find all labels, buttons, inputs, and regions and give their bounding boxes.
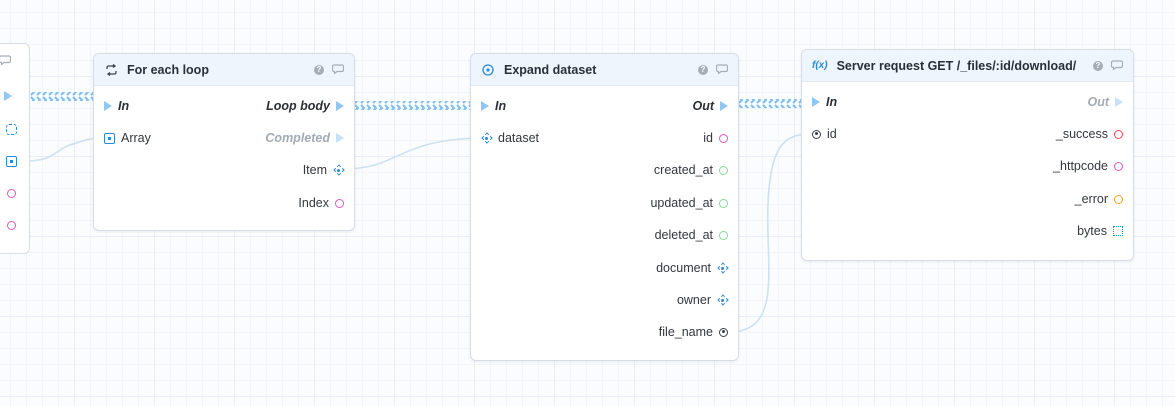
port-label: file_name: [658, 325, 713, 339]
flow-out-port[interactable]: [4, 91, 13, 101]
help-icon[interactable]: ?: [698, 64, 708, 75]
port-label: document: [656, 261, 711, 275]
value-port[interactable]: [719, 133, 728, 143]
bytes-port[interactable]: [1113, 226, 1123, 236]
port-label: Index: [298, 196, 329, 210]
node-header[interactable]: f(x) Server request GET /_files/:id/down…: [802, 50, 1133, 82]
port-label: bytes: [1077, 224, 1107, 238]
date-port[interactable]: [719, 230, 728, 240]
node-for-each-loop[interactable]: For each loop ? In Loop body Array Compl…: [93, 53, 355, 231]
value-port[interactable]: [335, 198, 344, 208]
flow-out-port[interactable]: [336, 133, 344, 143]
node-header[interactable]: Expand dataset ?: [471, 54, 738, 86]
port-label: updated_at: [650, 196, 713, 210]
port-label: owner: [676, 293, 711, 307]
node-title: For each loop: [127, 62, 209, 77]
boolean-port[interactable]: [1114, 129, 1123, 139]
flow-wire-3: [732, 99, 802, 108]
flow-wire-1: [28, 92, 94, 101]
port-label: id: [703, 131, 713, 145]
left-node-partial[interactable]: t: [0, 43, 30, 254]
file-port[interactable]: [719, 327, 728, 337]
object-port[interactable]: [717, 263, 728, 274]
flow-out-port[interactable]: [1115, 97, 1123, 107]
object-port[interactable]: [481, 133, 492, 144]
comment-icon[interactable]: [1110, 58, 1124, 73]
port-label: created_at: [653, 163, 713, 177]
value-port[interactable]: [7, 189, 16, 198]
node-expand-dataset[interactable]: Expand dataset ? In Out dataset id creat…: [470, 53, 739, 361]
flow-in-port[interactable]: [104, 101, 112, 111]
object-port[interactable]: [333, 165, 344, 176]
port-label: _error: [1074, 192, 1108, 206]
expand-icon: [481, 63, 495, 77]
array-port[interactable]: [104, 132, 115, 144]
port-label: id: [827, 127, 837, 141]
port-label: Completed: [265, 131, 330, 145]
port-label: deleted_at: [654, 228, 713, 242]
node-header[interactable]: For each loop ?: [94, 54, 354, 86]
flow-out-port[interactable]: [336, 101, 344, 111]
wire-item-dataset: [342, 137, 481, 170]
help-icon[interactable]: ?: [1093, 60, 1103, 71]
node-title: Expand dataset: [504, 62, 597, 77]
comment-icon[interactable]: [0, 53, 12, 68]
port-label: In: [826, 95, 838, 109]
file-port[interactable]: [812, 129, 821, 139]
flow-in-port[interactable]: [481, 101, 489, 111]
error-port[interactable]: [1114, 194, 1123, 204]
flow-out-port[interactable]: [720, 101, 728, 111]
port-label: Out: [1087, 95, 1109, 109]
port-label: Out: [692, 99, 714, 113]
wire-filename-id: [728, 133, 813, 333]
comment-icon[interactable]: [331, 62, 345, 77]
value-port[interactable]: [7, 221, 16, 230]
port-label: In: [118, 99, 130, 113]
port-label: _httpcode: [1053, 159, 1108, 173]
date-port[interactable]: [719, 165, 728, 175]
port-label: dataset: [498, 131, 540, 145]
node-server-request[interactable]: f(x) Server request GET /_files/:id/down…: [801, 49, 1134, 261]
port-label: _success: [1055, 127, 1108, 141]
value-port[interactable]: [1114, 161, 1123, 171]
date-port[interactable]: [719, 198, 728, 208]
port-label: In: [495, 99, 507, 113]
port-label: Loop body: [266, 99, 330, 113]
comment-icon[interactable]: [715, 62, 729, 77]
object-port[interactable]: [717, 295, 728, 306]
port-label: Item: [302, 163, 327, 177]
flow-in-port[interactable]: [812, 97, 820, 107]
array-port[interactable]: [6, 156, 17, 167]
loop-icon: [104, 63, 118, 77]
node-title: Server request GET /_files/:id/download/: [836, 58, 1077, 73]
function-icon: f(x): [812, 60, 828, 71]
port-label: Array: [121, 131, 151, 145]
help-icon[interactable]: ?: [314, 64, 324, 75]
flow-wire-2: [353, 101, 471, 110]
object-port[interactable]: [6, 124, 17, 135]
